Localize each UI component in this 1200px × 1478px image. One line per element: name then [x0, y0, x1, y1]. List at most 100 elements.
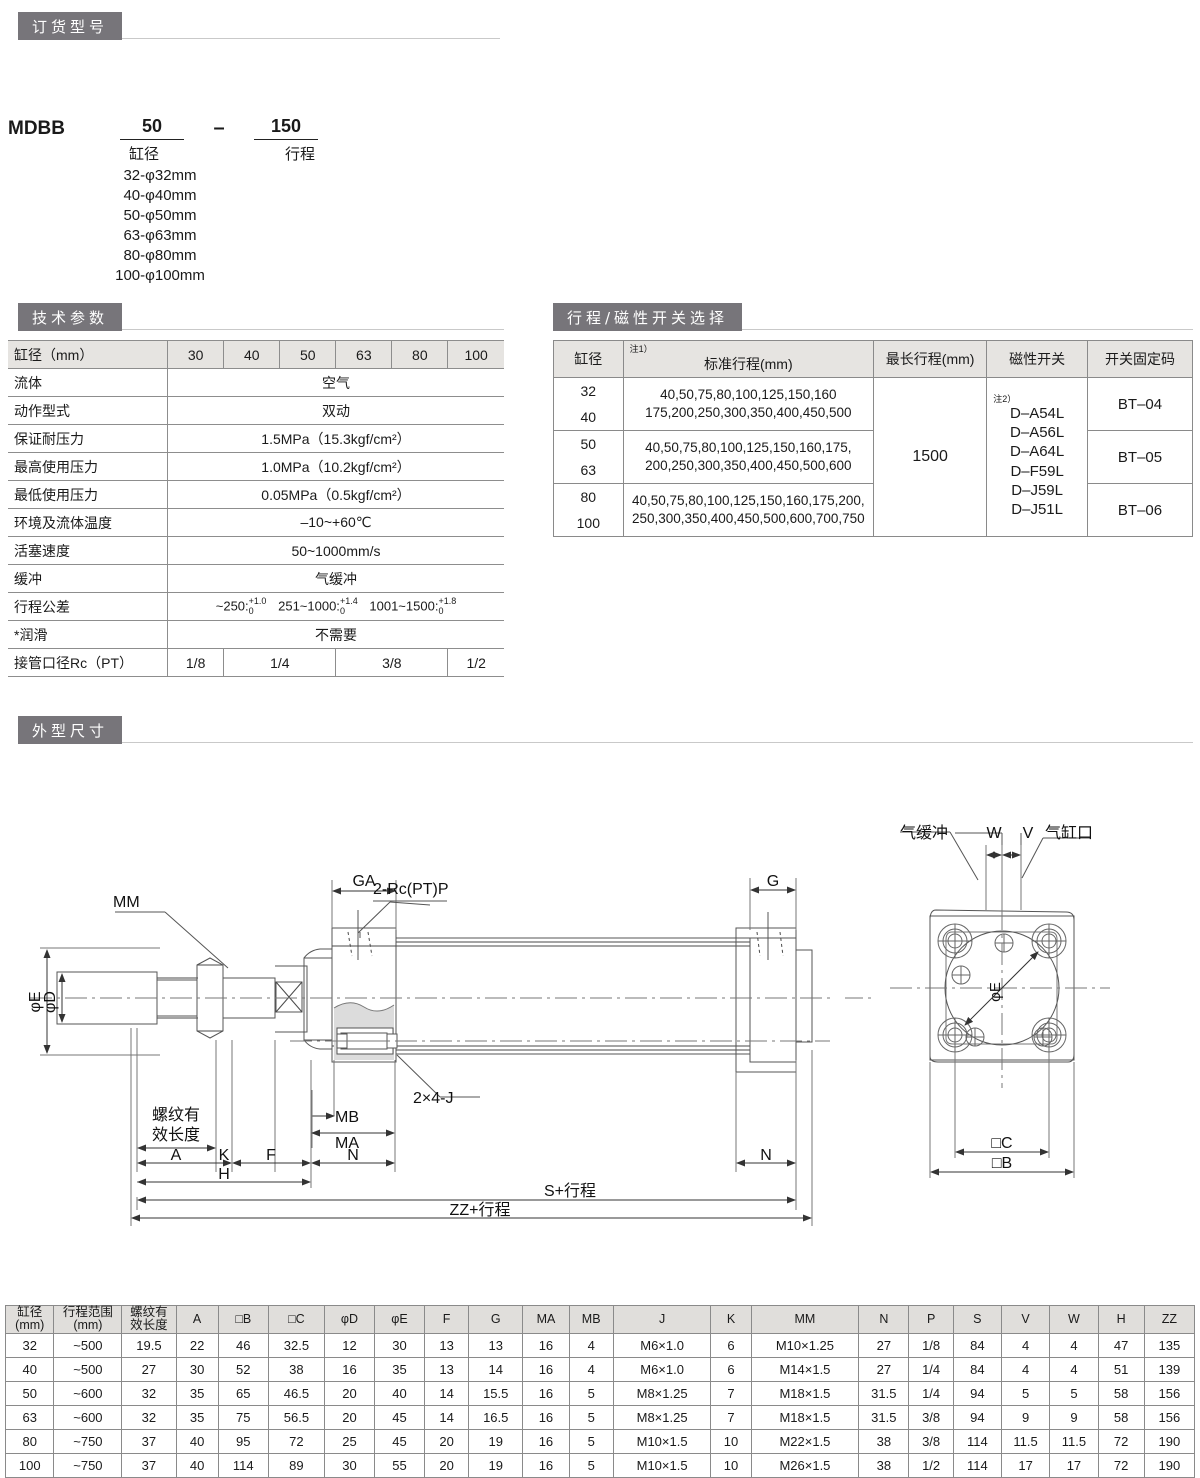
dim-cell: 47	[1097, 1332, 1145, 1358]
dim-cell: 16	[522, 1356, 570, 1382]
dim-cell: 14	[424, 1404, 470, 1430]
table-row: 40	[553, 404, 1193, 431]
dim-cell: 4	[1049, 1332, 1099, 1358]
dim-cell: 38	[858, 1452, 910, 1478]
dim-cell: 139	[1143, 1356, 1196, 1382]
table-row: 缓冲 气缓冲	[8, 564, 504, 593]
table-row: 最高使用压力 1.0MPa（10.2kgf/cm²）	[8, 452, 504, 481]
dim-cell: M10×1.25	[750, 1332, 860, 1358]
table-row: 缸径 注1） 标准行程(mm) 最长行程(mm) 磁性开关 开关固定码	[553, 340, 1193, 378]
table-row: 保证耐压力 1.5MPa（15.3kgf/cm²）	[8, 424, 504, 453]
dim-cell: 32	[121, 1380, 177, 1406]
bore-col: 80	[391, 340, 448, 369]
port-label: 接管口径Rc（PT）	[8, 648, 168, 677]
dim-cell: 40	[175, 1428, 219, 1454]
drawing-svg: MM GA 2-Rc(PT)P G φE φD 螺纹有 效长度 A K F N …	[27, 823, 1110, 1226]
bore-cell: 40	[553, 404, 624, 431]
section-title-stroke-switch: 行程/磁性开关选择	[553, 303, 743, 331]
std-stroke-cell: 40,50,75,80,100,125,150,160,175, 200,250…	[622, 430, 875, 484]
dim-cell: 30	[373, 1332, 426, 1358]
bore-col: 50	[279, 340, 336, 369]
switch-model: D–A56L	[1010, 424, 1065, 442]
row-value: 0.05MPa（0.5kgf/cm²）	[167, 480, 504, 509]
note-2: 注2）	[993, 393, 1017, 404]
dim-col-header: ZZ	[1143, 1305, 1196, 1334]
dim-cell: 89	[267, 1452, 325, 1478]
dim-cell: 31.5	[858, 1380, 910, 1406]
label-zz-stroke: ZZ+行程	[450, 1201, 511, 1219]
dim-cell: 84	[952, 1332, 1002, 1358]
row-label: 最高使用压力	[8, 452, 168, 481]
bore-option: 32-φ32mm	[123, 167, 197, 184]
order-code-labels: 缸径 行程	[0, 143, 520, 164]
dim-col-header: H	[1097, 1305, 1145, 1334]
dim-cell: 16	[522, 1404, 570, 1430]
dim-cell: 10	[710, 1428, 752, 1454]
dim-cell: 72	[267, 1428, 325, 1454]
dim-cell: 94	[952, 1404, 1002, 1430]
table-row: 活塞速度 50~1000mm/s	[8, 536, 504, 565]
dim-cell: 58	[1097, 1380, 1145, 1406]
dim-cell: 27	[858, 1356, 910, 1382]
dim-cell: 5	[1049, 1380, 1099, 1406]
row-label: 缓冲	[8, 564, 168, 593]
col-header-max-stroke: 最长行程(mm)	[872, 340, 988, 378]
bore-col: 100	[447, 340, 504, 369]
label-n: N	[347, 1147, 359, 1164]
dim-col-header: MB	[568, 1305, 614, 1334]
dim-cell: 190	[1143, 1452, 1196, 1478]
note-1: 注1）	[629, 343, 653, 354]
dim-cell: 31.5	[858, 1404, 910, 1430]
label-a: A	[171, 1147, 182, 1164]
series-code: MDBB	[8, 118, 65, 139]
label-g: G	[767, 873, 779, 890]
dim-cell: 40	[373, 1380, 426, 1406]
bore-col: 30	[166, 340, 224, 369]
dim-cell: 7	[710, 1404, 752, 1430]
dim-cell: M22×1.5	[750, 1428, 860, 1454]
dim-cell: 20	[323, 1404, 376, 1430]
dim-cell: 156	[1143, 1380, 1196, 1406]
row-value: 空气	[167, 368, 504, 397]
dim-cell: ~750	[53, 1452, 123, 1478]
dim-cell: 55	[373, 1452, 426, 1478]
tolerance-label: 行程公差	[8, 592, 168, 621]
label-cushion: 气缓冲	[900, 824, 948, 842]
row-label: 活塞速度	[8, 536, 168, 565]
col-header-switch-code: 开关固定码	[1087, 340, 1193, 378]
row-value: 50~1000mm/s	[167, 536, 504, 565]
stroke-code-value: 150	[254, 116, 318, 140]
dim-cell: 114	[952, 1452, 1002, 1478]
label-mm: MM	[113, 894, 140, 911]
table-row: 最低使用压力 0.05MPa（0.5kgf/cm²）	[8, 480, 504, 509]
dim-col-header: φD	[323, 1305, 376, 1334]
dim-cell: 27	[858, 1332, 910, 1358]
dim-cell: 4	[568, 1356, 614, 1382]
section-title-tech-params: 技术参数	[18, 303, 123, 331]
dim-cell: 16	[522, 1428, 570, 1454]
label-rc-port: 2-Rc(PT)P	[373, 881, 449, 898]
bore-option: 50-φ50mm	[123, 206, 197, 224]
dim-cell: 35	[175, 1404, 219, 1430]
label-thread-length-1: 螺纹有	[152, 1106, 200, 1124]
lubrication-label: *润滑	[8, 620, 168, 649]
section-band-order-code: 订货型号	[18, 12, 500, 40]
bore-cell: 50	[553, 430, 624, 457]
dim-cell: 45	[373, 1428, 426, 1454]
dim-cell: 1/4	[908, 1380, 954, 1406]
col-header-switch: 磁性开关	[986, 340, 1089, 378]
dim-cell: 1/2	[908, 1452, 954, 1478]
label-sq-c: □C	[991, 1135, 1012, 1152]
dim-cell: 72	[1097, 1452, 1145, 1478]
dim-col-header: 行程范围(mm)	[53, 1305, 123, 1334]
lubrication-value: 不需要	[167, 620, 504, 649]
switch-model: D–F59L	[1010, 462, 1064, 480]
dim-cell: 19	[468, 1452, 524, 1478]
table-row: 50 40,50,75,80,100,125,150,160,175, 200,…	[553, 430, 1193, 484]
dim-cell: 16.5	[468, 1404, 524, 1430]
dim-cell: 94	[952, 1380, 1002, 1406]
